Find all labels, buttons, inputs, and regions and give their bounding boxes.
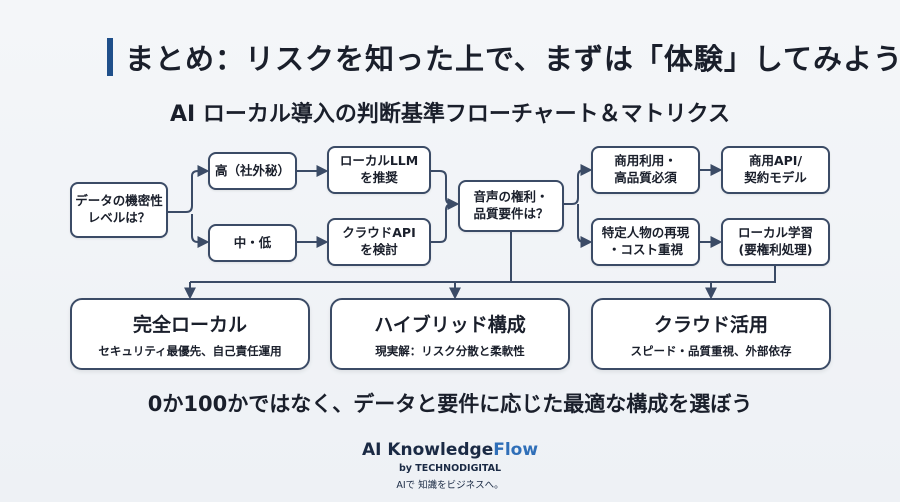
node-mid-low: 中・低	[208, 224, 297, 262]
connector-start-high	[168, 165, 210, 213]
node-commercial-api: 商用API/ 契約モデル	[721, 146, 830, 194]
page-title: まとめ：リスクを知った上で、まずは「体験」してみよう	[125, 42, 900, 76]
outcome-desc: セキュリティ最優先、自己責任運用	[98, 343, 282, 358]
outcome-cloud: クラウド活用 スピード・品質重視、外部依存	[591, 298, 831, 370]
outcome-title: ハイブリッド構成	[374, 313, 526, 336]
brand-accent: Flow	[493, 440, 539, 460]
outcome-full-local: 完全ローカル セキュリティ最優先、自己責任運用	[70, 298, 310, 370]
connector-local-learning-down	[711, 266, 776, 283]
tagline: 0か100かではなく、データと要件に応じた最適な構成を選ぼう	[147, 392, 753, 416]
outcome-title: クラウド活用	[653, 313, 768, 336]
node-specific-person: 特定人物の再現 ・コスト重視	[591, 218, 700, 266]
outcome-desc: スピード・品質重視、外部依存	[630, 343, 792, 358]
outcome-desc: 現実解：リスク分散と柔軟性	[375, 343, 525, 358]
connector-local-voice	[431, 170, 460, 210]
node-voice-requirements: 音声の権利・ 品質要件は？	[458, 180, 564, 232]
connector-voice-commercial	[564, 164, 593, 205]
connector-voice-person	[577, 204, 593, 248]
brand-logo: AI KnowledgeFlow	[0, 440, 900, 460]
node-commercial-quality: 商用利用・ 高品質必須	[591, 146, 700, 194]
outcome-title: 完全ローカル	[132, 313, 247, 336]
node-data-sensitivity: データの機密性 レベルは？	[70, 182, 168, 238]
node-cloud-api: クラウドAPI を検討	[327, 218, 431, 266]
node-high-confidential: 高（社外秘）	[208, 152, 297, 190]
brand-by: by TECHNODIGITAL	[398, 463, 502, 474]
connector-cloud-voice	[431, 203, 453, 243]
page-subtitle: AI ローカル導入の判断基準フローチャート＆マトリクス	[170, 102, 730, 127]
connector-to-outcomes	[190, 232, 711, 283]
brand-main: AI Knowledge	[361, 440, 494, 460]
connector-start-midlow	[191, 214, 210, 248]
outcome-hybrid: ハイブリッド構成 現実解：リスク分散と柔軟性	[330, 298, 570, 370]
title-accent-bar	[107, 38, 113, 76]
brand-slogan: AIで 知識をビジネスへ。	[396, 480, 504, 491]
node-local-llm: ローカルLLM を推奨	[327, 146, 431, 194]
node-local-learning: ローカル学習 (要権利処理)	[721, 218, 830, 266]
